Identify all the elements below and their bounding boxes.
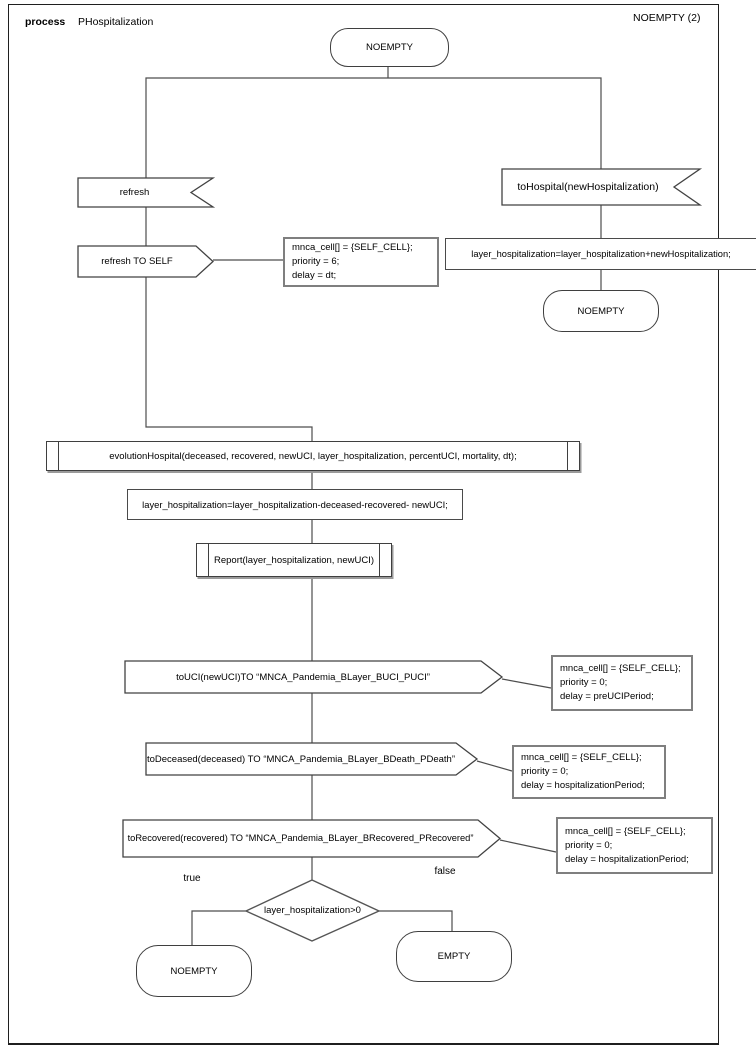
noempty-true-terminator[interactable]: NOEMPTY bbox=[136, 945, 252, 997]
note-line: delay = preUCIPeriod; bbox=[560, 691, 654, 702]
connector-decision-false bbox=[379, 910, 453, 931]
connector-decision-true bbox=[191, 910, 246, 945]
note-line: priority = 6; bbox=[292, 256, 340, 267]
connector-touci-note bbox=[501, 678, 552, 689]
torecovered-note[interactable]: mnca_cell[] = {SELF_CELL}; priority = 0;… bbox=[556, 817, 713, 874]
hospitalization-subtract-label: layer_hospitalization=layer_hospitalizat… bbox=[142, 499, 448, 510]
report-call-bar[interactable]: Report(layer_hospitalization, newUCI) bbox=[196, 543, 392, 577]
todeceased-note[interactable]: mnca_cell[] = {SELF_CELL}; priority = 0;… bbox=[512, 745, 666, 799]
hospitalization-add-label: layer_hospitalization=layer_hospitalizat… bbox=[471, 249, 731, 259]
note-line: mnca_cell[] = {SELF_CELL}; bbox=[565, 825, 686, 837]
note-line: delay = hospitalizationPeriod; bbox=[521, 780, 645, 791]
start-state-terminator[interactable]: NOEMPTY bbox=[330, 28, 449, 67]
evolution-call-bar[interactable]: evolutionHospital(deceased, recovered, n… bbox=[46, 441, 580, 471]
connector-todeceased-note bbox=[476, 760, 513, 772]
note-line: priority = 0; bbox=[521, 766, 569, 777]
decision-label: layer_hospitalization>0 bbox=[264, 905, 361, 916]
tohospital-receive-shape[interactable] bbox=[501, 168, 703, 206]
header-process-name: PHospitalization bbox=[78, 16, 154, 28]
connector-send-to-evolution bbox=[145, 277, 313, 441]
connector-torecovered-note bbox=[499, 839, 557, 853]
connector-split-bar bbox=[145, 77, 602, 178]
touci-note[interactable]: mnca_cell[] = {SELF_CELL}; priority = 0;… bbox=[551, 655, 693, 711]
noempty-right-label: NOEMPTY bbox=[577, 305, 625, 317]
header-kind-label: process bbox=[25, 16, 66, 28]
note-line: mnca_cell[] = {SELF_CELL}; bbox=[521, 752, 642, 763]
start-state-label: NOEMPTY bbox=[366, 42, 413, 53]
empty-false-label: EMPTY bbox=[437, 951, 471, 962]
empty-false-terminator[interactable]: EMPTY bbox=[396, 931, 512, 982]
note-line: delay = hospitalizationPeriod; bbox=[565, 853, 689, 865]
touci-send-label: toUCI(newUCI)TO “MNCA_Pandemia_BLayer_BU… bbox=[176, 671, 430, 683]
noempty-right-terminator[interactable]: NOEMPTY bbox=[543, 290, 659, 332]
refresh-receive-label: refresh bbox=[119, 187, 150, 198]
note-line: mnca_cell[] = {SELF_CELL}; bbox=[292, 242, 413, 253]
touci-send-shape[interactable] bbox=[124, 660, 504, 694]
note-line: priority = 0; bbox=[560, 677, 608, 688]
hospitalization-subtract-box[interactable]: layer_hospitalization=layer_hospitalizat… bbox=[127, 489, 463, 520]
decision-diamond[interactable] bbox=[244, 879, 381, 942]
hospitalization-add-box[interactable]: layer_hospitalization=layer_hospitalizat… bbox=[445, 238, 756, 270]
true-branch-label: true bbox=[183, 872, 201, 884]
torecovered-send-label: toRecovered(recovered) TO “MNCA_Pandemia… bbox=[127, 833, 474, 843]
note-line: mnca_cell[] = {SELF_CELL}; bbox=[560, 663, 681, 674]
todeceased-send-label: toDeceased(deceased) TO “MNCA_Pandemia_B… bbox=[146, 753, 456, 765]
tohospital-receive-label: toHospital(newHospitalization) bbox=[517, 180, 659, 193]
torecovered-send-shape[interactable] bbox=[122, 819, 502, 858]
refresh-receive-shape[interactable] bbox=[77, 177, 216, 208]
report-call-label: Report(layer_hospitalization, newUCI) bbox=[214, 554, 374, 566]
refresh-send-label: refresh TO SELF bbox=[101, 256, 173, 267]
noempty-true-label: NOEMPTY bbox=[170, 965, 218, 977]
false-branch-label: false bbox=[434, 865, 456, 877]
header-page-ref: NOEMPTY (2) bbox=[633, 12, 701, 24]
refresh-send-shape[interactable] bbox=[77, 245, 214, 278]
evolution-call-label: evolutionHospital(deceased, recovered, n… bbox=[109, 450, 517, 462]
todeceased-send-shape[interactable] bbox=[145, 742, 479, 776]
note-line: delay = dt; bbox=[292, 270, 337, 281]
note-line: priority = 0; bbox=[565, 839, 613, 851]
refresh-note[interactable]: mnca_cell[] = {SELF_CELL}; priority = 6;… bbox=[283, 237, 439, 287]
